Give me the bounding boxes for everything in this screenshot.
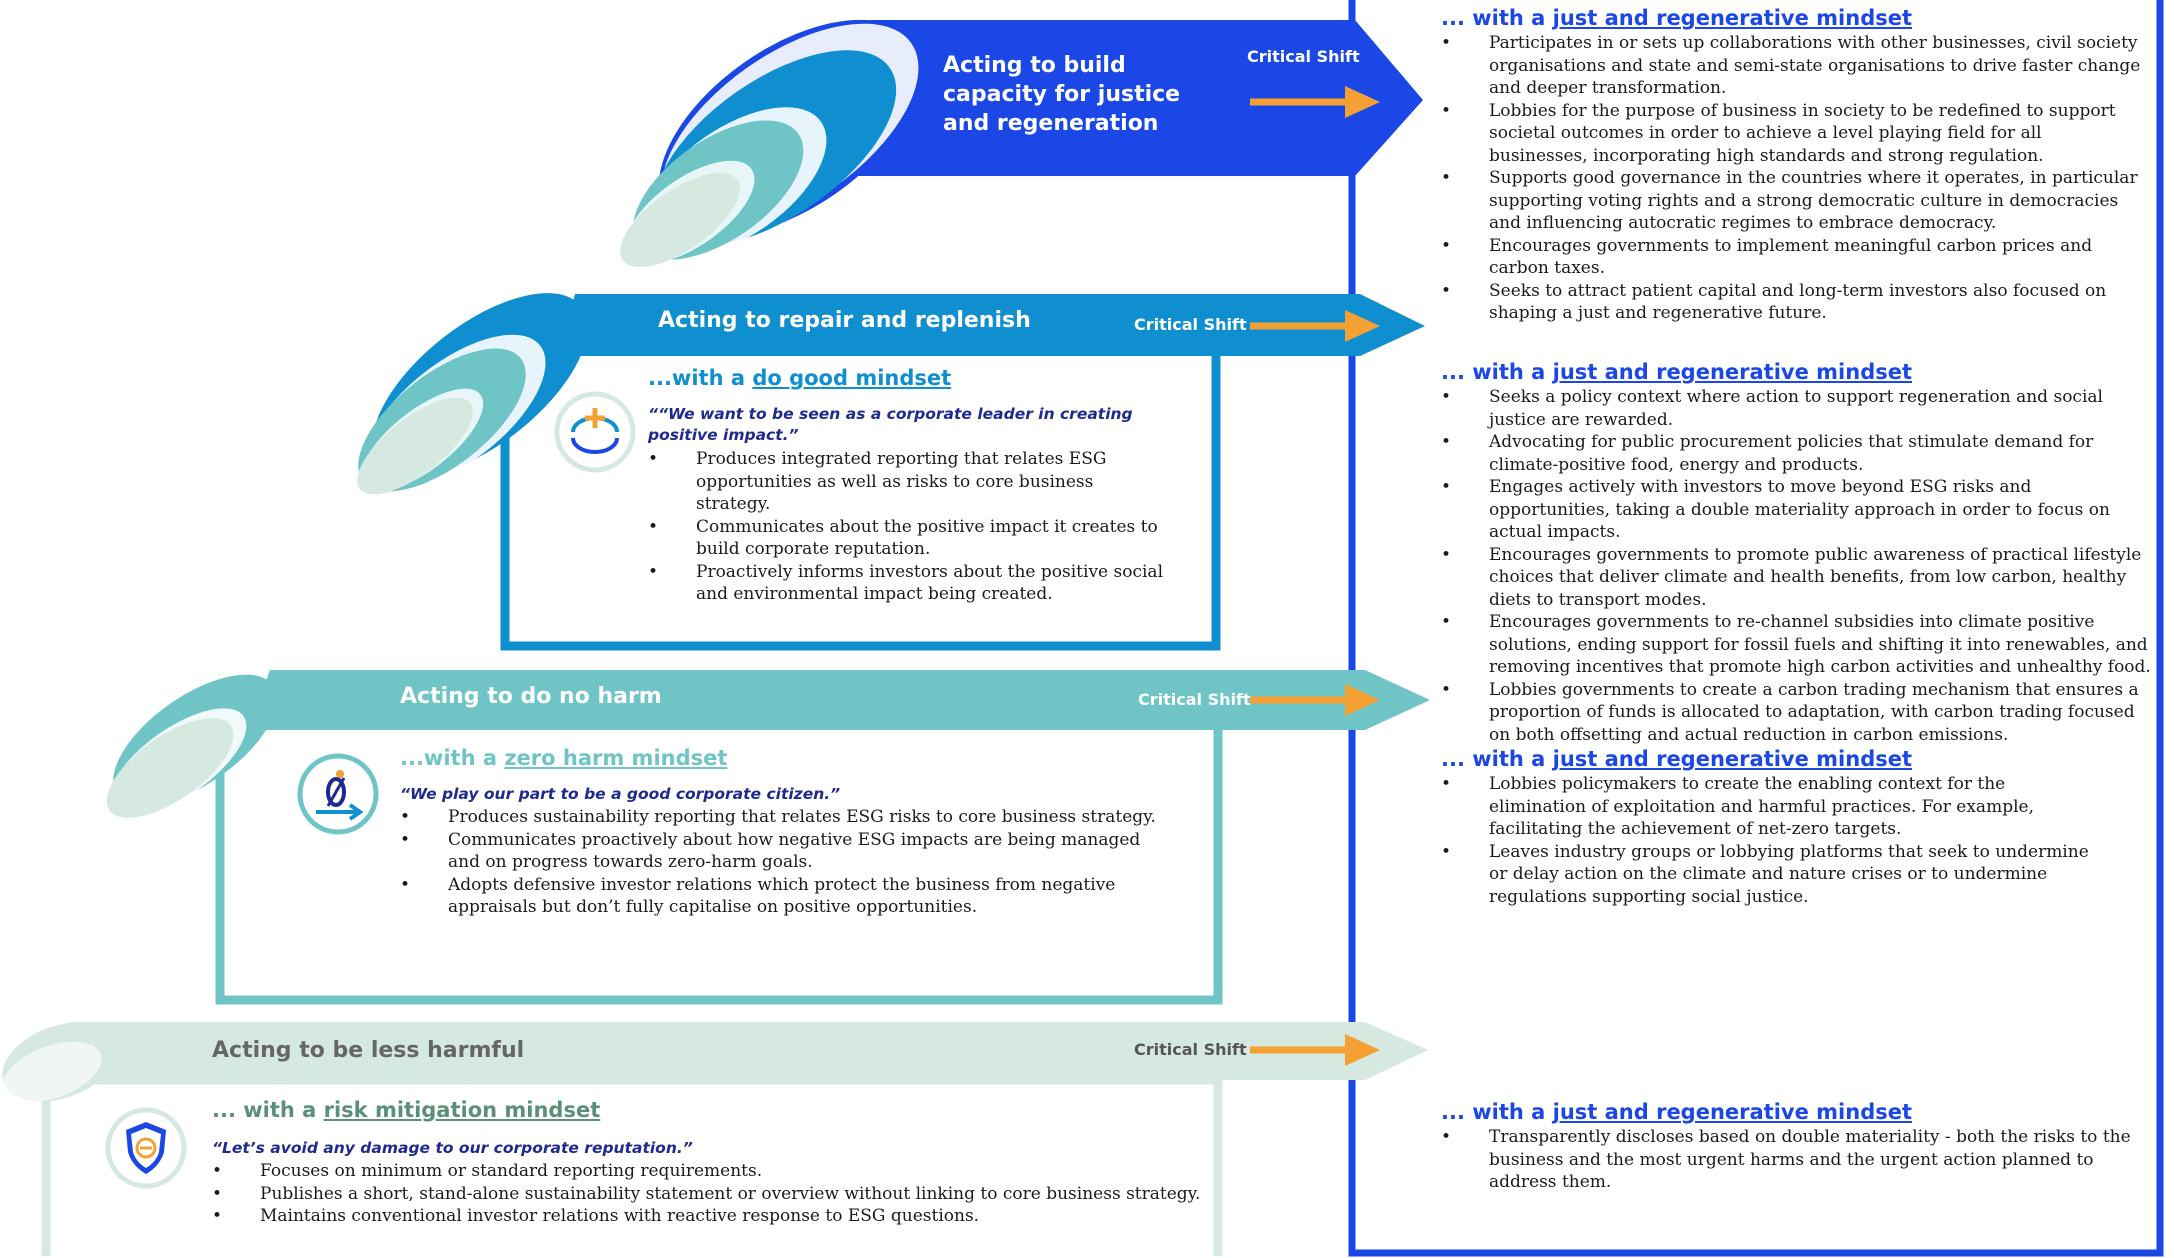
- list-item: Produces sustainability reporting that r…: [400, 806, 1160, 829]
- list-item: Focuses on minimum or standard reporting…: [212, 1160, 1202, 1183]
- list-item: Lobbies policymakers to create the enabl…: [1441, 773, 2091, 841]
- zero-arrow-icon: [297, 753, 379, 835]
- list-item: Communicates proactively about how negat…: [400, 829, 1160, 874]
- shield-icon: [105, 1107, 187, 1189]
- stage-2-arrow: [560, 294, 1425, 356]
- right-panel-bullets-3: Lobbies policymakers to create the enabl…: [1441, 773, 2091, 908]
- list-item: Leaves industry groups or lobbying platf…: [1441, 841, 2091, 909]
- list-item: Transparently discloses based on double …: [1441, 1126, 2141, 1194]
- critical-shift-arrows: [1250, 86, 1380, 1066]
- stage-4-title: Acting to be less harmful: [212, 1038, 525, 1063]
- stage-2-swoosh: [357, 293, 588, 495]
- list-item: Participates in or sets up collaboration…: [1441, 32, 2141, 100]
- stage-4-box: [41, 1076, 1223, 1256]
- stage-2-quote: ““We want to be seen as a corporate lead…: [648, 405, 1133, 444]
- list-item: Communicates about the positive impact i…: [648, 516, 1168, 561]
- list-item: Publishes a short, stand-alone sustainab…: [212, 1183, 1202, 1206]
- stage-3-arrow: [248, 670, 1430, 730]
- stage-3-title: Acting to do no harm: [400, 684, 662, 709]
- list-item: Adopts defensive investor relations whic…: [400, 874, 1160, 919]
- list-item: Seeks a policy context where action to s…: [1441, 386, 2157, 431]
- stage-4-bullets: Focuses on minimum or standard reporting…: [212, 1160, 1202, 1228]
- stage-4-arrow: [38, 1022, 1428, 1080]
- plus-cycle-icon: [554, 391, 636, 473]
- list-item: Seeks to attract patient capital and lon…: [1441, 280, 2141, 325]
- list-item: Engages actively with investors to move …: [1441, 476, 2157, 544]
- right-panel-bullets-1: Participates in or sets up collaboration…: [1441, 32, 2141, 325]
- stage-2-title: Acting to repair and replenish: [658, 308, 1031, 333]
- stage-2-critical-shift: Critical Shift: [1134, 315, 1247, 334]
- stage-3-critical-shift: Critical Shift: [1138, 690, 1251, 709]
- list-item: Advocating for public procurement polici…: [1441, 431, 2157, 476]
- stage-4-quote: “Let’s avoid any damage to our corporate…: [212, 1139, 693, 1157]
- right-panel-bullets-4: Transparently discloses based on double …: [1441, 1126, 2141, 1194]
- stage-4-mindset-heading: ... with a risk mitigation mindset: [212, 1098, 601, 1122]
- stage-3-quote: “We play our part to be a good corporate…: [400, 785, 841, 803]
- list-item: Produces integrated reporting that relat…: [648, 448, 1168, 516]
- stage-3-swoosh: [106, 674, 277, 818]
- list-item: Encourages governments to implement mean…: [1441, 235, 2141, 280]
- list-item: Supports good governance in the countrie…: [1441, 167, 2141, 235]
- list-item: Lobbies governments to create a carbon t…: [1441, 679, 2157, 747]
- right-panel-heading-1: ... with a just and regenerative mindset: [1441, 6, 1913, 30]
- list-item: Maintains conventional investor relation…: [212, 1205, 1202, 1228]
- stage-3-mindset-heading: ...with a zero harm mindset: [400, 746, 728, 770]
- list-item: Encourages governments to promote public…: [1441, 544, 2157, 612]
- stage-1-swoosh: [620, 19, 922, 268]
- stage-3-bullets: Produces sustainability reporting that r…: [400, 806, 1160, 919]
- stage-2-mindset-heading: ...with a do good mindset: [648, 366, 952, 390]
- right-panel-heading-3: ... with a just and regenerative mindset: [1441, 747, 1913, 771]
- right-panel-bullets-2: Seeks a policy context where action to s…: [1441, 386, 2157, 746]
- stage-4-critical-shift: Critical Shift: [1134, 1040, 1247, 1059]
- stage-1-title: Acting to build capacity for justice and…: [943, 53, 1181, 136]
- right-panel-border: [1348, 0, 2164, 1257]
- stage-1-critical-shift: Critical Shift: [1247, 47, 1360, 66]
- list-item: Encourages governments to re-channel sub…: [1441, 611, 2157, 679]
- stage-2-bullets: Produces integrated reporting that relat…: [648, 448, 1168, 606]
- list-item: Lobbies for the purpose of business in s…: [1441, 100, 2141, 168]
- right-panel-heading-2: ... with a just and regenerative mindset: [1441, 360, 1913, 384]
- right-panel-heading-4: ... with a just and regenerative mindset: [1441, 1100, 1913, 1124]
- stage-1-arrow: [812, 20, 1423, 176]
- list-item: Proactively informs investors about the …: [648, 561, 1168, 606]
